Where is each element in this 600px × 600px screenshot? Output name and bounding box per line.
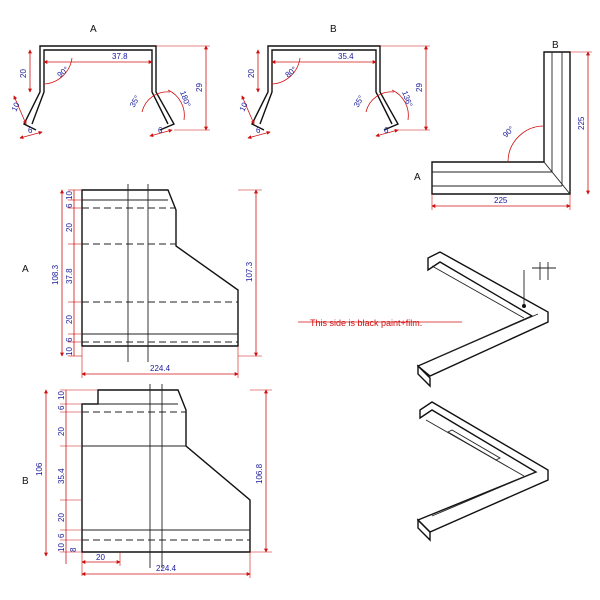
profile-b-section: B 35.4 80° 20 10 6 29 35° 136° 6 bbox=[238, 24, 430, 140]
profile-a-lip: 10 bbox=[10, 100, 22, 112]
plan-a-dim-4: 37.8 bbox=[65, 268, 74, 284]
plan-a-view: A 108.3 10 6 20 37.8 20 6 10 107.3 bbox=[22, 184, 262, 378]
corner-label-b: B bbox=[552, 40, 559, 51]
profile-b-width: 35.4 bbox=[338, 52, 354, 61]
profile-a-depth: 29 bbox=[195, 83, 204, 92]
plan-b-dim-2: 6 bbox=[57, 405, 66, 410]
plan-a-label: A bbox=[22, 264, 29, 275]
plan-a-right: 107.3 bbox=[245, 261, 254, 282]
plan-b-dim-3: 20 bbox=[57, 427, 66, 436]
corner-height: 225 bbox=[577, 116, 586, 130]
plan-a-dim-6: 6 bbox=[65, 337, 74, 342]
profile-b-tip: 6 bbox=[256, 126, 261, 135]
plan-a-bottom: 224.4 bbox=[150, 364, 171, 373]
plan-b-label: B bbox=[22, 476, 29, 487]
profile-b-label: B bbox=[330, 24, 337, 35]
plan-b-total: 106 bbox=[35, 462, 44, 476]
profile-b-angle-lip: 35° bbox=[352, 94, 366, 109]
plan-b-dim-1: 10 bbox=[57, 391, 66, 400]
plan-b-dim-8: 8 bbox=[69, 547, 78, 552]
profile-a-angle-lip: 35° bbox=[128, 94, 142, 109]
plan-b-dim-7: 10 bbox=[57, 543, 66, 552]
iso-view-bottom bbox=[416, 401, 549, 542]
profile-a-label: A bbox=[90, 24, 97, 35]
profile-a-section: A 37.8 90° 20 10 6 29 35° 180° 6 bbox=[10, 24, 210, 140]
profile-b-angle-top: 80° bbox=[284, 65, 299, 80]
plan-b-tab: 20 bbox=[96, 553, 105, 562]
corner-label-a: A bbox=[414, 172, 421, 183]
plan-a-total: 108.3 bbox=[51, 264, 60, 285]
profile-a-tip: 6 bbox=[28, 126, 33, 135]
plan-b-bottom: 224.4 bbox=[156, 564, 177, 573]
corner-view: B A 90° 225 225 bbox=[414, 40, 592, 210]
profile-a-flange-height: 20 bbox=[19, 69, 28, 78]
profile-b-lip: 10 bbox=[238, 100, 250, 112]
iso-view-top: This side is black paint+film. bbox=[298, 251, 556, 388]
profile-a-angle-top: 90° bbox=[56, 65, 71, 80]
profile-a-width: 37.8 bbox=[112, 52, 128, 61]
plan-b-dim-5: 20 bbox=[57, 513, 66, 522]
plan-b-dim-4: 35.4 bbox=[57, 468, 66, 484]
profile-b-flange-height: 20 bbox=[247, 69, 256, 78]
plan-a-dim-5: 20 bbox=[65, 315, 74, 324]
plan-a-dim-7: 10 bbox=[65, 347, 74, 356]
plan-a-dim-3: 20 bbox=[65, 223, 74, 232]
profile-b-depth: 29 bbox=[415, 83, 424, 92]
plan-b-dim-6: 6 bbox=[57, 533, 66, 538]
corner-width: 225 bbox=[494, 196, 508, 205]
plan-a-dim-2: 6 bbox=[65, 203, 74, 208]
plan-b-right: 106.8 bbox=[255, 463, 264, 484]
profile-b-angle-bend: 136° bbox=[400, 90, 414, 109]
plan-a-dim-1: 10 bbox=[65, 191, 74, 200]
corner-angle: 90° bbox=[501, 124, 516, 139]
paint-film-note: This side is black paint+film. bbox=[310, 318, 422, 328]
profile-b-tip-right: 6 bbox=[384, 126, 389, 135]
profile-a-angle-bend: 180° bbox=[178, 90, 192, 109]
plan-b-view: B 106 10 6 20 35.4 20 6 10 8 106.8 2 bbox=[22, 384, 272, 578]
profile-a-tip-right: 6 bbox=[158, 126, 163, 135]
